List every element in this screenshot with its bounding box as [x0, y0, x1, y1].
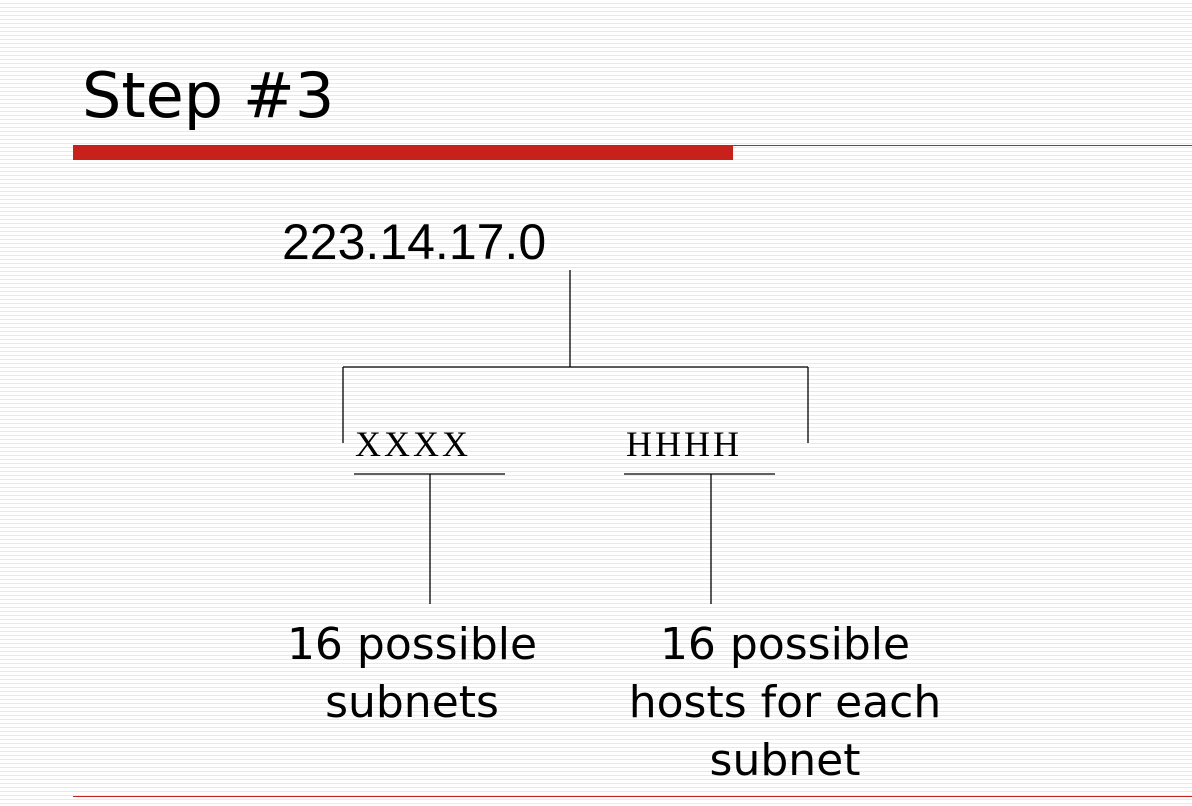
host-bits-label: H H H H — [626, 424, 739, 464]
subnet-caption-line: 16 possible — [286, 619, 538, 670]
title-underline-rule — [733, 145, 1192, 146]
slide-title: Step #3 — [82, 59, 335, 132]
host-caption: 16 possible hosts for each subnet — [595, 616, 975, 790]
footer-rule — [73, 796, 1192, 797]
host-caption-line: subnet — [709, 735, 861, 786]
host-caption-line: 16 possible — [659, 619, 911, 670]
title-underline-accent — [73, 145, 733, 160]
host-caption-line: hosts for each — [628, 677, 942, 728]
subnet-caption-line: subnets — [325, 677, 499, 728]
subnet-caption: 16 possible subnets — [262, 616, 562, 732]
network-address: 223.14.17.0 — [282, 214, 547, 270]
subnet-bits-label: X X X X — [355, 424, 468, 464]
